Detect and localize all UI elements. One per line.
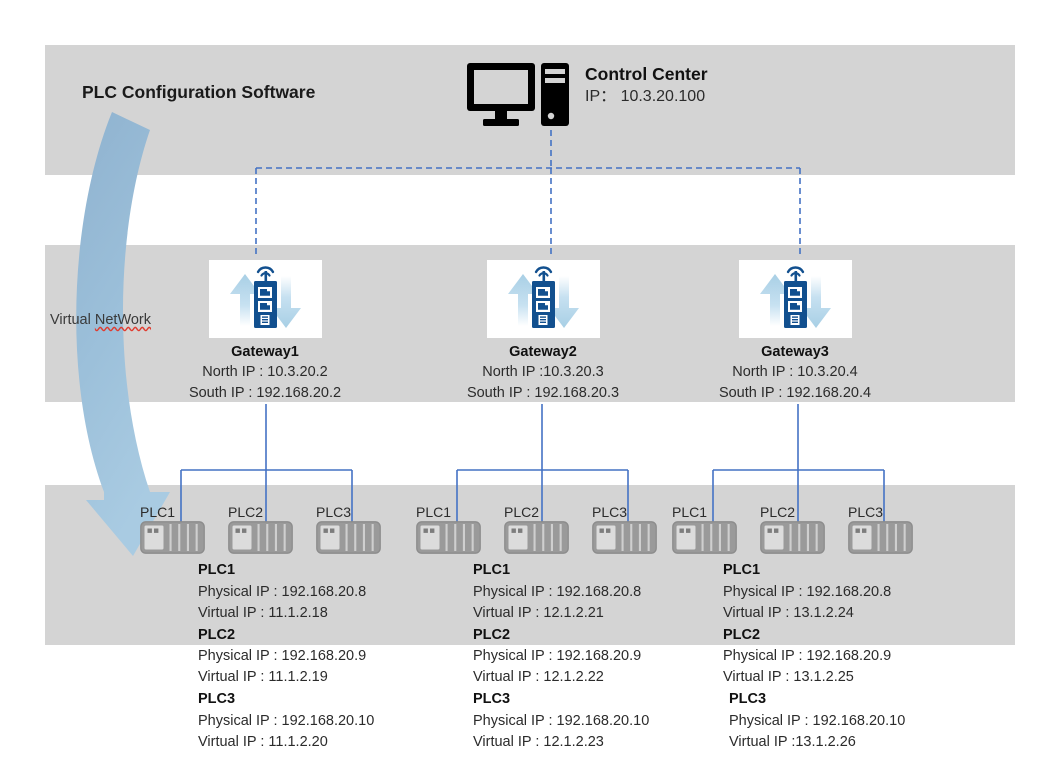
gateway-south-ip: South IP : 192.168.20.3 <box>466 384 620 401</box>
wireless-gateway-icon <box>208 260 322 338</box>
plc-virtual-ip: Virtual IP : 13.1.2.24 <box>723 604 854 621</box>
plc-detail-block: PLC1 Physical IP : 192.168.20.8 Virtual … <box>723 560 905 624</box>
gateway-north-ip: North IP :10.3.20.3 <box>482 364 604 380</box>
plc-device-icon <box>504 521 569 554</box>
plc-detail-block: PLC1 Physical IP : 192.168.20.8 Virtual … <box>198 560 374 624</box>
plc-device-icon <box>140 521 205 554</box>
plc-unit: PLC3 <box>592 505 657 554</box>
virtual-network-label: Virtual NetWork <box>50 312 151 328</box>
plc-device-icon <box>672 521 737 554</box>
plc-virtual-ip: Virtual IP : 13.1.2.25 <box>723 669 854 686</box>
plc-unit: PLC2 <box>760 505 825 554</box>
plc-unit: PLC3 <box>316 505 381 554</box>
plc-caption: PLC1 <box>140 504 176 520</box>
gateway-name: Gateway1 <box>231 344 299 360</box>
virtual-network-label-misspelled-word: NetWork <box>94 312 152 328</box>
plc-detail-name: PLC1 <box>723 562 761 578</box>
plc-unit: PLC3 <box>848 505 913 554</box>
plc-physical-ip: Physical IP : 192.168.20.8 <box>198 583 367 600</box>
plc-caption: PLC2 <box>760 504 796 520</box>
wireless-gateway-icon <box>486 260 600 338</box>
plc-detail-block: PLC2 Physical IP : 192.168.20.9 Virtual … <box>198 625 374 689</box>
control-center-node: Control Center IP： 10.3.20.100 <box>466 62 708 130</box>
plc-caption: PLC3 <box>592 504 628 520</box>
plc-caption: PLC3 <box>316 504 352 520</box>
plc-device-icon <box>592 521 657 554</box>
plc-physical-ip: Physical IP : 192.168.20.10 <box>473 712 650 729</box>
plc-detail-block: PLC2 Physical IP : 192.168.20.9 Virtual … <box>473 625 649 689</box>
plc-physical-ip: Physical IP : 192.168.20.10 <box>198 712 375 729</box>
desktop-computer-icon <box>467 63 569 126</box>
plc-caption: PLC2 <box>228 504 264 520</box>
plc-caption: PLC3 <box>848 504 884 520</box>
gateway-south-ip: South IP : 192.168.20.2 <box>188 384 342 401</box>
plc-physical-ip: Physical IP : 192.168.20.9 <box>723 648 892 665</box>
plc-unit: PLC2 <box>504 505 569 554</box>
plc-virtual-ip: Virtual IP : 12.1.2.21 <box>473 604 604 621</box>
plc-detail-block: PLC2 Physical IP : 192.168.20.9 Virtual … <box>723 625 905 689</box>
wireless-gateway-icon <box>738 260 852 338</box>
plc-details-gateway3: PLC1 Physical IP : 192.168.20.8 Virtual … <box>723 560 905 754</box>
plc-device-icon <box>316 521 381 554</box>
plc-device-icon <box>848 521 913 554</box>
plc-caption: PLC2 <box>504 504 540 520</box>
plc-physical-ip: Physical IP : 192.168.20.8 <box>473 583 642 600</box>
plc-detail-block: PLC3 Physical IP : 192.168.20.10 Virtual… <box>723 689 905 753</box>
plc-physical-ip: Physical IP : 192.168.20.10 <box>729 712 906 729</box>
plc-detail-name: PLC2 <box>198 626 236 643</box>
gateway-south-ip: South IP : 192.168.20.4 <box>718 384 872 401</box>
plc-virtual-ip: Virtual IP : 11.1.2.19 <box>198 669 328 686</box>
gateway-name: Gateway2 <box>509 344 577 360</box>
gateway-node-1: Gateway1 North IP : 10.3.20.2 South IP :… <box>150 260 380 403</box>
plc-detail-name: PLC2 <box>473 626 511 643</box>
plc-physical-ip: Physical IP : 192.168.20.8 <box>723 583 892 600</box>
plc-physical-ip: Physical IP : 192.168.20.9 <box>198 648 367 665</box>
plc-detail-name: PLC3 <box>729 691 767 707</box>
plc-detail-block: PLC1 Physical IP : 192.168.20.8 Virtual … <box>473 560 649 624</box>
plc-unit: PLC1 <box>672 505 737 554</box>
plc-detail-name: PLC2 <box>723 626 761 643</box>
plc-physical-ip: Physical IP : 192.168.20.9 <box>473 648 642 665</box>
plc-details-gateway2: PLC1 Physical IP : 192.168.20.8 Virtual … <box>473 560 649 754</box>
plc-unit: PLC1 <box>140 505 205 554</box>
dashed-north-link <box>255 130 801 258</box>
plc-virtual-ip: Virtual IP : 11.1.2.18 <box>198 604 328 621</box>
gateway-north-ip: North IP : 10.3.20.4 <box>732 364 858 380</box>
plc-detail-name: PLC1 <box>473 562 511 578</box>
plc-virtual-ip: Virtual IP : 11.1.2.20 <box>198 733 328 750</box>
gateway-node-3: Gateway3 North IP : 10.3.20.4 South IP :… <box>680 260 910 403</box>
plc-details-gateway1: PLC1 Physical IP : 192.168.20.8 Virtual … <box>198 560 374 754</box>
plc-virtual-ip: Virtual IP :13.1.2.26 <box>729 733 856 750</box>
plc-virtual-ip: Virtual IP : 12.1.2.22 <box>473 669 604 686</box>
plc-detail-name: PLC1 <box>198 562 236 578</box>
gateway-node-2: Gateway2 North IP :10.3.20.3 South IP : … <box>428 260 658 403</box>
page-title-plc-configuration-software: PLC Configuration Software <box>82 82 316 102</box>
plc-device-icon <box>760 521 825 554</box>
plc-unit: PLC1 <box>416 505 481 554</box>
plc-device-icon <box>416 521 481 554</box>
plc-detail-block: PLC3 Physical IP : 192.168.20.10 Virtual… <box>198 689 374 753</box>
control-center-name: Control Center <box>585 64 708 84</box>
plc-detail-block: PLC3 Physical IP : 192.168.20.10 Virtual… <box>473 689 649 753</box>
plc-device-icon <box>228 521 293 554</box>
plc-virtual-ip: Virtual IP : 12.1.2.23 <box>473 733 604 750</box>
gateway-north-ip: North IP : 10.3.20.2 <box>202 364 328 380</box>
plc-detail-name: PLC3 <box>198 691 236 707</box>
band-plc-layer <box>45 485 1015 645</box>
plc-caption: PLC1 <box>416 504 452 520</box>
virtual-network-label-prefix: Virtual <box>50 312 95 328</box>
plc-caption: PLC1 <box>672 504 708 520</box>
plc-unit: PLC2 <box>228 505 293 554</box>
gateway-name: Gateway3 <box>761 344 829 360</box>
plc-detail-name: PLC3 <box>473 691 511 707</box>
control-center-ip: IP： 10.3.20.100 <box>585 87 706 105</box>
